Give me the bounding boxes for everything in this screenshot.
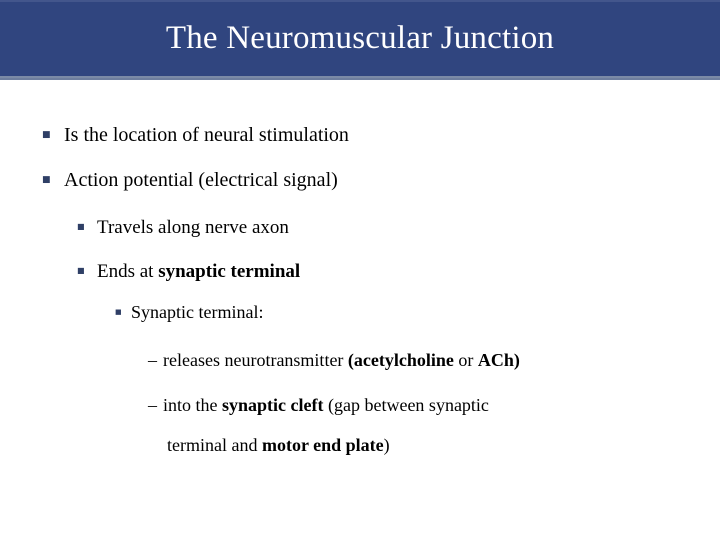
slide-content-body: ■ Is the location of neural stimulation ■ A…: [0, 80, 720, 540]
bullet-text: Ends at synaptic terminal: [97, 261, 300, 283]
text-run: Synaptic terminal:: [131, 302, 264, 322]
bullet-text: Action potential (electrical signal): [64, 169, 338, 192]
bullet-text: into the synaptic cleft (gap between syn…: [163, 395, 489, 416]
bullet-line-level-2: ■ Ends at synaptic terminal: [77, 261, 300, 283]
text-run: Action potential (electrical signal): [64, 169, 338, 191]
bullet-text: Is the location of neural stimulation: [64, 124, 349, 147]
bullet-line-level-2: ■ Travels along nerve axon: [77, 217, 289, 239]
text-run: into the: [163, 395, 222, 415]
square-bullet-icon: ■: [77, 266, 85, 275]
emphasis-term: (acetylcholine: [347, 350, 454, 370]
text-run: terminal and: [167, 435, 262, 455]
en-dash-icon: –: [148, 350, 157, 370]
bullet-text: releases neurotransmitter (acetylcholine…: [163, 350, 520, 371]
bullet-line-level-4: –releases neurotransmitter (acetylcholin…: [148, 350, 520, 371]
text-run: ): [383, 435, 390, 455]
page-title: The Neuromuscular Junction: [165, 19, 555, 56]
bullet-text: terminal and motor end plate): [167, 435, 390, 456]
bullet-text: Synaptic terminal:: [131, 302, 263, 323]
bullet-line-level-1: ■ Is the location of neural stimulation: [42, 124, 349, 147]
text-run: releases neurotransmitter: [163, 350, 348, 370]
emphasis-term: ACh): [477, 350, 520, 370]
emphasis-term: synaptic cleft: [222, 395, 324, 415]
bullet-line-level-3: ■ Synaptic terminal:: [115, 302, 263, 323]
text-run: or: [453, 350, 478, 370]
emphasis-term: motor end plate: [261, 435, 384, 455]
text-run: Travels along nerve axon: [97, 217, 289, 238]
text-run: (gap between synaptic: [323, 395, 489, 415]
bullet-line-level-4: –into the synaptic cleft (gap between sy…: [148, 395, 489, 416]
square-bullet-icon: ■: [77, 222, 85, 231]
emphasis-term: synaptic terminal: [158, 261, 301, 282]
en-dash-icon: –: [148, 395, 157, 415]
slide-title-band: The Neuromuscular Junction: [0, 0, 720, 80]
square-bullet-icon: ■: [42, 175, 51, 185]
square-bullet-icon: ■: [115, 308, 122, 316]
text-run: Ends at: [97, 261, 159, 282]
bullet-line-level-1: ■ Action potential (electrical signal): [42, 169, 338, 192]
square-bullet-icon: ■: [42, 130, 51, 140]
title-band-top-edge: [0, 0, 720, 2]
bullet-text: Travels along nerve axon: [97, 217, 289, 239]
bullet-line-level-4: terminal and motor end plate): [167, 435, 390, 456]
title-band-bottom-edge: [0, 76, 720, 78]
text-run: Is the location of neural stimulation: [64, 124, 349, 146]
